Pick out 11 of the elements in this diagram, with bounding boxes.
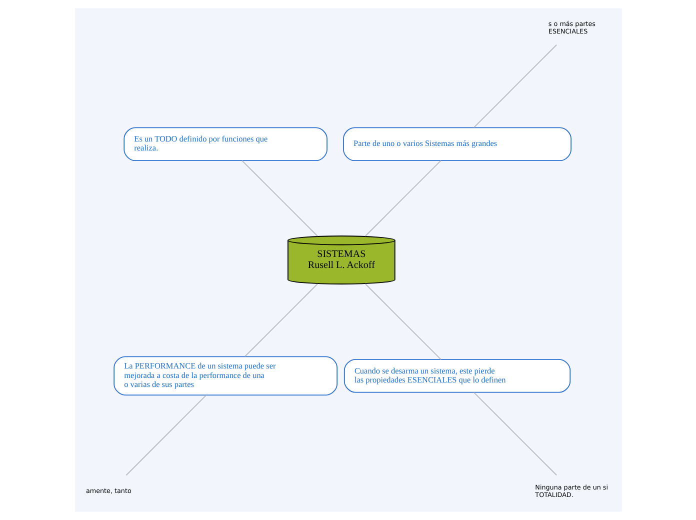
node-box: Cuando se desarma un sistema, este pierde las propiedades ESENCIALES que lo definen: [343, 358, 570, 393]
connector: [241, 160, 318, 236]
connector: [125, 394, 206, 476]
connector: [472, 44, 556, 128]
connector: [472, 392, 556, 476]
connector: [244, 284, 318, 357]
connector: [364, 160, 441, 236]
node-box: Parte de uno o varios Sistemas más grandes: [342, 127, 571, 162]
connector: [364, 284, 441, 360]
node-box: La PERFORMANCE de un sistema puede ser mejorada a costa de la performance de una o varias de sus partes: [113, 356, 338, 396]
node-box: Es un TODO definido por funciones que realiza.: [123, 127, 327, 162]
